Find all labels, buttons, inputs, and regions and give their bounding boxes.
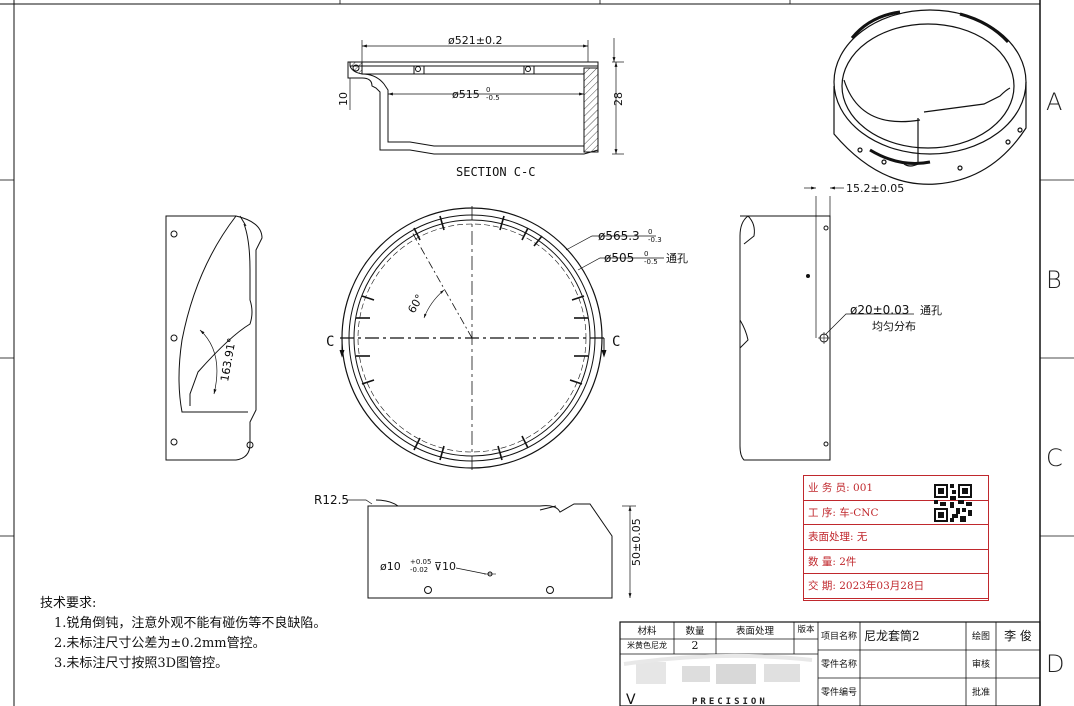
bottom-view-depth: ⊽10 — [434, 560, 456, 573]
section-dims — [349, 38, 624, 155]
bottom-view-hole-tol-lo: -0.02 — [410, 566, 428, 574]
title-block-grid — [619, 621, 1041, 706]
bottom-view — [367, 499, 613, 599]
zone-d-label: D — [1046, 650, 1064, 678]
right-view-hole-note: 通孔 — [920, 304, 942, 317]
right-view-wall-dim: 15.2±0.05 — [846, 182, 904, 195]
surface-header: 表面处理 — [735, 626, 774, 637]
drawn-label: 绘图 — [971, 632, 990, 642]
part-name-label: 零件名称 — [820, 660, 857, 670]
project-label: 项目名称 — [820, 632, 857, 642]
top-view-inner-note: 通孔 — [666, 252, 688, 265]
title-block: 材料 数量 表面处理 版本 米黄色尼龙 2 项目名称 尼龙套筒2 零件名称 零件… — [620, 622, 1040, 706]
bottom-view-height: 50±0.05 — [630, 518, 643, 566]
projection-symbol: V — [626, 692, 636, 706]
quantity-row: 数 量: 2件 — [804, 550, 988, 575]
surface-row: 表面处理: 无 — [804, 525, 988, 550]
bottom-view-radius: R12.5 — [314, 493, 349, 507]
zone-c-label: C — [1046, 444, 1063, 472]
top-view-inner-tol-lo: -0.5 — [644, 258, 658, 266]
zone-labels: A B C D — [1046, 88, 1064, 678]
note-item: 1.锐角倒钝，注意外观不能有碰伤等不良缺陷。 — [54, 616, 327, 631]
cut-label-left: C — [326, 334, 334, 350]
salesperson-row: 业 务 员: 001 — [804, 476, 988, 501]
top-view-leaders — [565, 235, 664, 271]
top-view-inner-tol-up: 0 — [644, 250, 648, 258]
bottom-view-hole-tol-up: +0.05 — [410, 558, 431, 566]
project-name: 尼龙套筒2 — [864, 629, 920, 643]
process-row: 工 序: 车-CNC — [804, 501, 988, 526]
zone-a-label: A — [1046, 88, 1062, 116]
section-dim-height: 28 — [612, 92, 625, 106]
note-item: 2.未标注尺寸公差为±0.2mm管控。 — [54, 636, 266, 651]
top-view-angle: 60° — [405, 292, 426, 315]
top-view-outer-dim: ø565.3 — [598, 229, 640, 243]
qty-header: 数量 — [685, 626, 705, 637]
material-value: 米黄色尼龙 — [627, 641, 667, 650]
company-logo: PRECISION V — [623, 653, 813, 706]
section-dim-outer: ø521±0.2 — [448, 34, 502, 47]
right-view — [739, 196, 831, 461]
bottom-view-dims — [348, 499, 636, 598]
check-label: 审核 — [971, 660, 990, 670]
zone-b-label: B — [1046, 266, 1062, 294]
section-title: SECTION C-C — [456, 165, 535, 179]
bottom-view-hole: ø10 — [380, 560, 401, 573]
section-dim-inner-tol-lo: -0.5 — [486, 94, 500, 102]
top-view-inner-dim: ø505 — [604, 251, 634, 265]
left-view-angle-label: 163.91° — [218, 337, 238, 383]
left-view-angle — [199, 329, 218, 395]
approve-label: 批准 — [971, 688, 990, 698]
top-view — [339, 206, 607, 470]
section-view — [347, 61, 599, 155]
left-view — [165, 215, 263, 461]
material-header: 材料 — [637, 626, 657, 637]
right-view-dims — [804, 186, 914, 335]
technical-notes: 技术要求: 1.锐角倒钝，注意外观不能有碰伤等不良缺陷。 2.未标注尺寸公差为±… — [40, 594, 326, 674]
section-dim-inner-tol-up: 0 — [486, 86, 490, 94]
top-view-outer-tol-up: 0 — [648, 228, 652, 236]
top-view-outer-tol-lo: -0.3 — [648, 236, 662, 244]
right-view-hole-dim: ø20±0.03 — [850, 303, 909, 317]
version-header: 版本 — [797, 625, 815, 635]
qty-value: 2 — [691, 639, 699, 652]
delivery-row: 交 期: 2023年03月28日 — [804, 574, 988, 599]
qr-code-icon — [934, 484, 972, 522]
drawn-by: 李 俊 — [1004, 629, 1032, 643]
business-info-box: 业 务 员: 001 工 序: 车-CNC 表面处理: 无 数 量: 2件 交 … — [803, 475, 989, 601]
logo-text: PRECISION — [692, 697, 768, 706]
cut-label-right: C — [612, 334, 620, 350]
section-dim-lip: 10 — [337, 92, 350, 106]
note-item: 3.未标注尺寸按照3D图管控。 — [54, 656, 229, 671]
part-no-label: 零件编号 — [820, 688, 857, 698]
right-view-hole-distribution: 均匀分布 — [872, 320, 916, 333]
iso-view — [833, 9, 1027, 185]
notes-title: 技术要求: — [40, 596, 97, 611]
section-dim-inner: ø515 — [452, 88, 480, 101]
